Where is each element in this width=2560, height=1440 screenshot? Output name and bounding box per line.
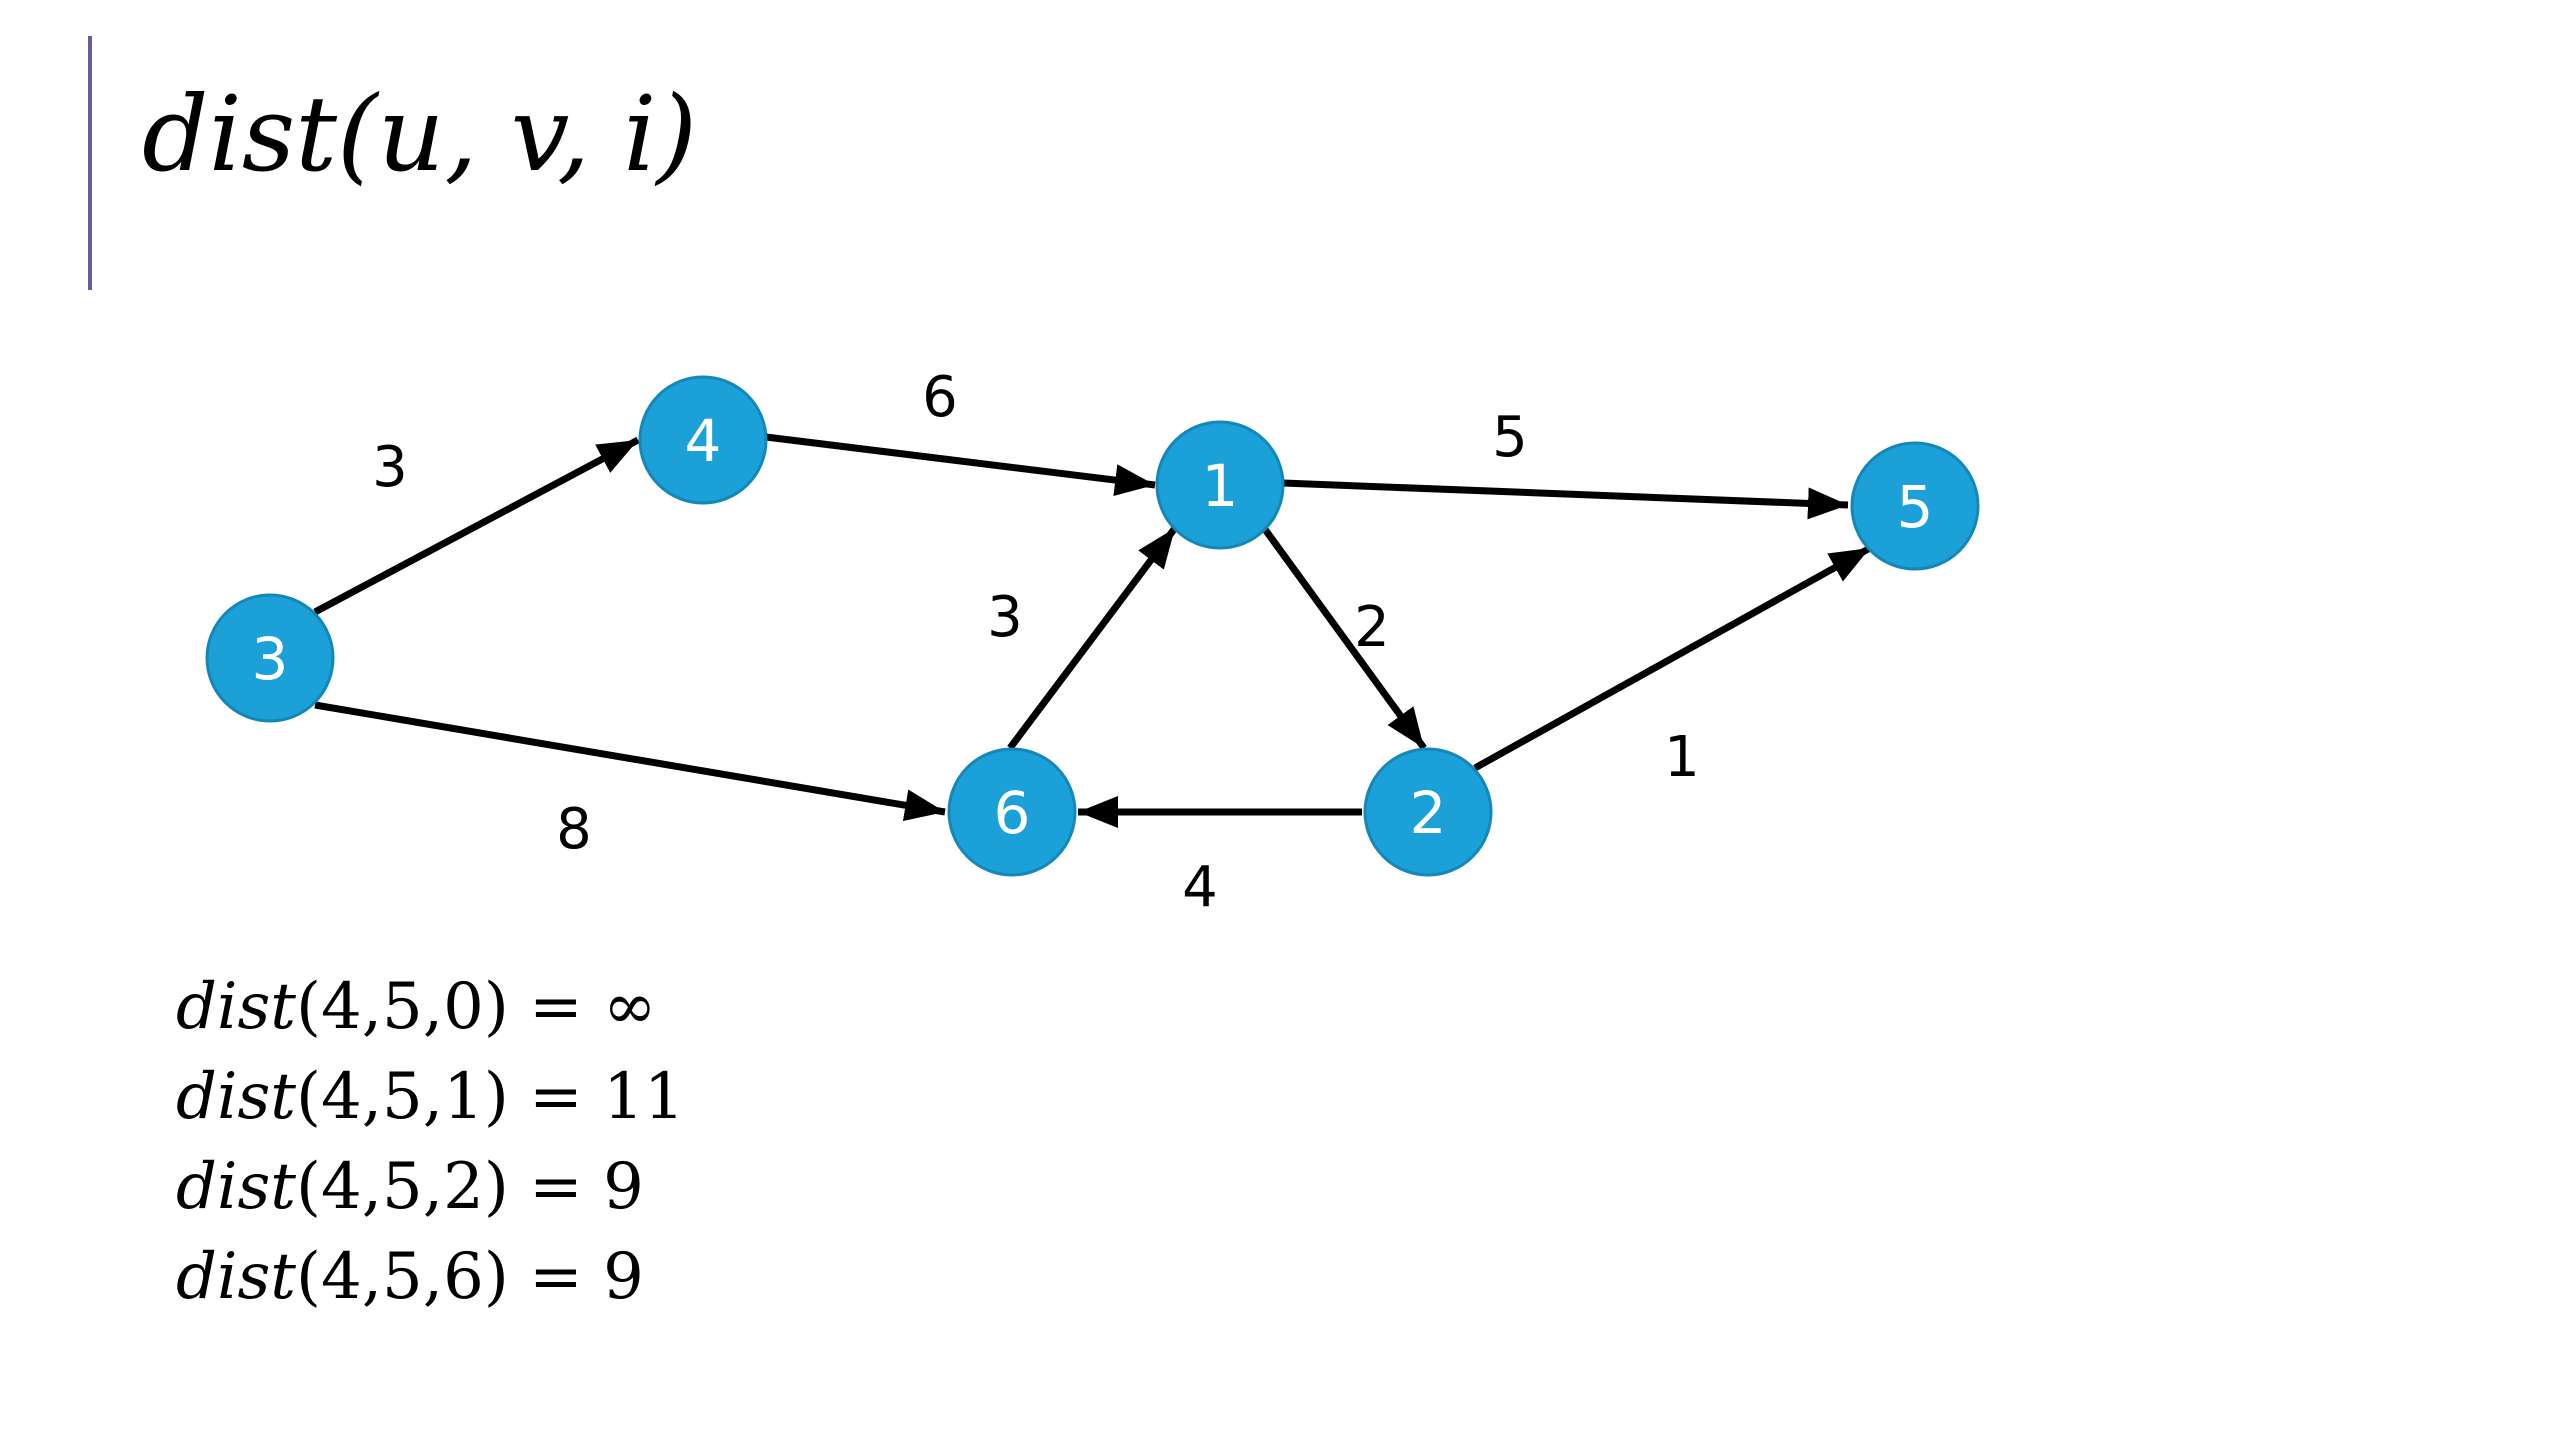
- edge-weight-1-5: 5: [1492, 405, 1528, 470]
- edge-6-to-1: [1007, 525, 1178, 751]
- node-5-label: 5: [1897, 473, 1934, 541]
- edge-3-to-6: [314, 701, 946, 822]
- formula-line: dist(4,5,2) = 9: [176, 1142, 685, 1232]
- formula-equals: =: [508, 1060, 604, 1134]
- edge-weights: 3 6 5 3 2 1 8 4: [372, 365, 1700, 920]
- formula-args: (4,5,2): [296, 1150, 509, 1224]
- formula-fn: dist: [176, 1240, 296, 1314]
- formula-line: dist(4,5,0) = ∞: [176, 962, 685, 1052]
- formula-line: dist(4,5,6) = 9: [176, 1232, 685, 1322]
- formula-equals: =: [508, 970, 604, 1044]
- edge-1-to-5: [1282, 479, 1849, 520]
- formula-line: dist(4,5,1) = 11: [176, 1052, 685, 1142]
- node-5: 5: [1850, 441, 1980, 571]
- nodes: 3 4 1 5 6 2: [205, 375, 1980, 877]
- formula-fn: dist: [176, 1150, 296, 1224]
- formula-value: ∞: [603, 970, 657, 1044]
- formula-args: (4,5,6): [296, 1240, 509, 1314]
- formula-value: 9: [603, 1150, 644, 1224]
- formula-equals: =: [508, 1240, 604, 1314]
- edge-weight-2-5: 1: [1664, 725, 1700, 790]
- edge-weight-4-1: 6: [922, 365, 958, 430]
- node-4-label: 4: [685, 407, 722, 475]
- node-1-label: 1: [1202, 452, 1239, 520]
- formula-value: 9: [603, 1240, 644, 1314]
- edge-weight-2-6: 4: [1182, 855, 1218, 920]
- node-2-label: 2: [1410, 779, 1447, 847]
- slide-title: dist(u, v, i): [142, 73, 698, 195]
- formula-equals: =: [508, 1150, 604, 1224]
- formula-value: 11: [603, 1060, 685, 1134]
- node-4: 4: [638, 375, 768, 505]
- formula-fn: dist: [176, 970, 296, 1044]
- edge-weight-3-6: 8: [556, 797, 592, 862]
- formula-args: (4,5,1): [296, 1060, 509, 1134]
- edge-2-to-5: [1473, 544, 1872, 772]
- edge-4-to-1: [765, 433, 1156, 496]
- edge-weight-1-2: 2: [1354, 595, 1390, 660]
- node-2: 2: [1363, 747, 1493, 877]
- node-1: 1: [1155, 420, 1285, 550]
- edge-weight-3-4: 3: [372, 435, 408, 500]
- node-6-label: 6: [994, 779, 1031, 847]
- formula-list: dist(4,5,0) = ∞ dist(4,5,1) = 11 dist(4,…: [176, 962, 685, 1322]
- edges: [313, 433, 1872, 828]
- formula-args: (4,5,0): [296, 970, 509, 1044]
- node-3: 3: [205, 593, 335, 723]
- node-6: 6: [947, 747, 1077, 877]
- node-3-label: 3: [252, 625, 289, 693]
- edge-1-to-2: [1261, 525, 1427, 751]
- formula-fn: dist: [176, 1060, 296, 1134]
- edge-weight-6-1: 3: [987, 585, 1023, 650]
- title-accent-bar: [88, 36, 92, 290]
- edge-3-to-4: [313, 436, 640, 616]
